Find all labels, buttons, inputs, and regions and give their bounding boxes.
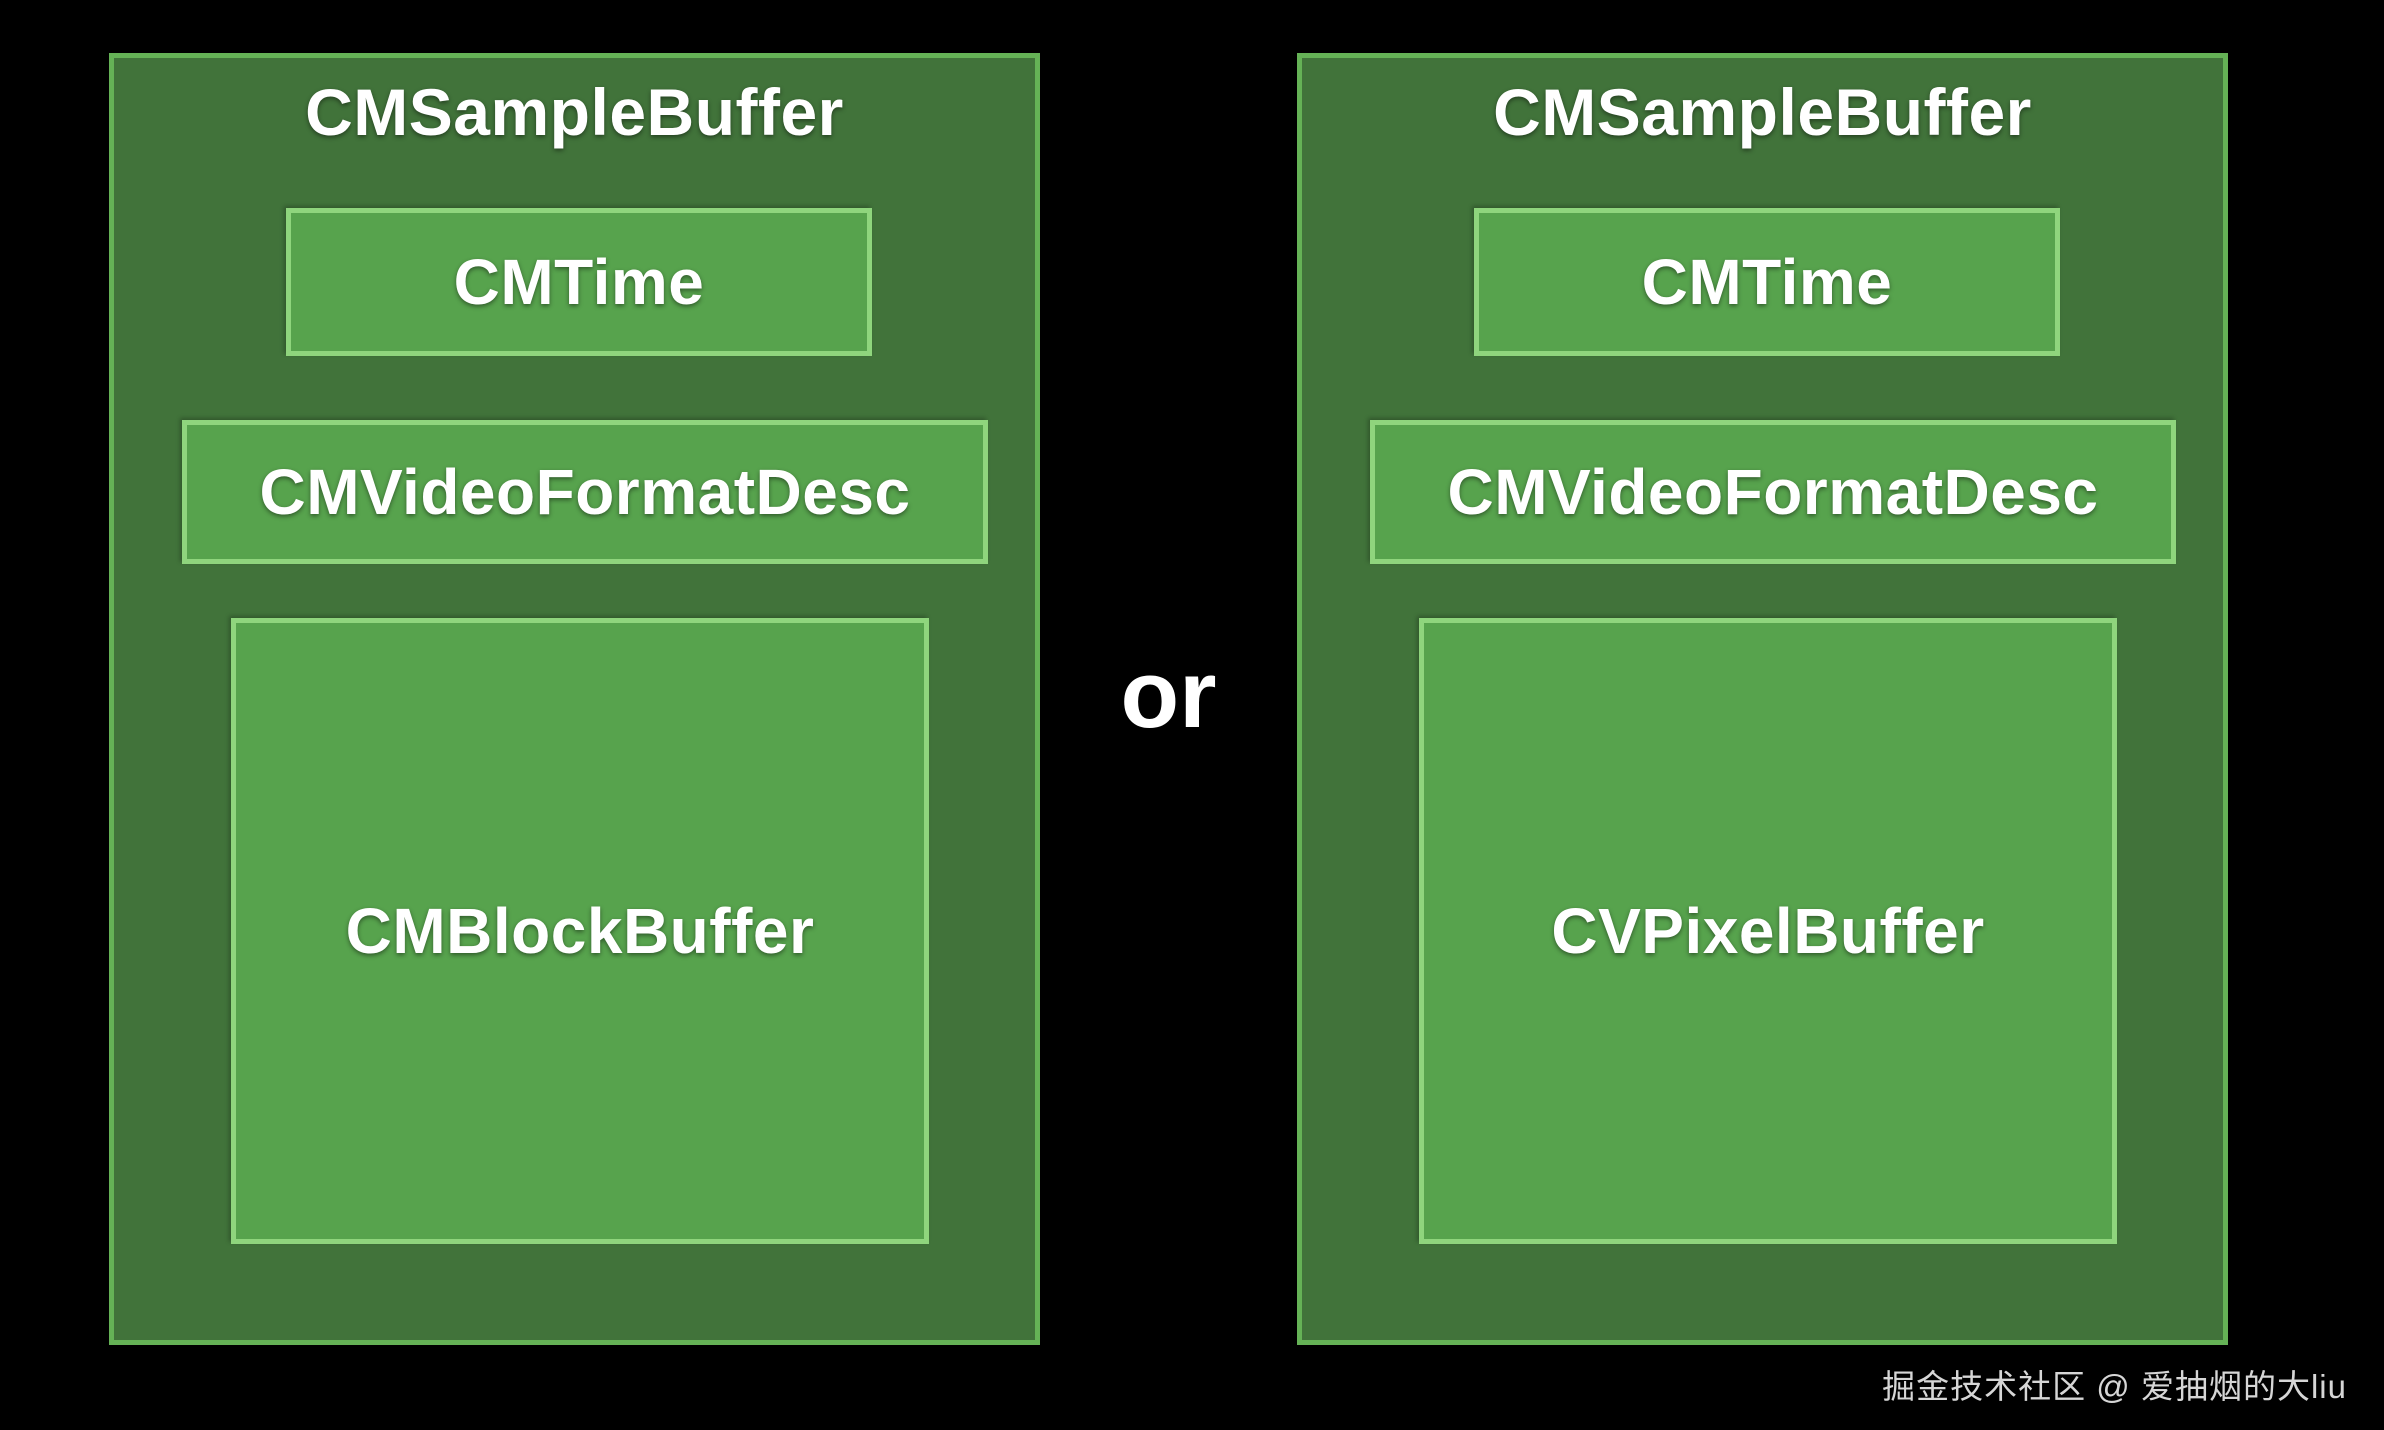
box-cmtime-label: CMTime [453,246,705,318]
or-connector-label: or [1120,641,1217,748]
watermark: 掘金技术社区 @ 爱抽烟的大liu [1882,1368,2347,1405]
box-cmtime: CMTime [1474,208,2060,356]
box-cmblockbuffer: CMBlockBuffer [231,618,929,1244]
box-cvpixelbuffer-label: CVPixelBuffer [1551,895,1985,967]
panel-cmsamplebuffer-blockbuffer: CMSampleBuffer CMTime CMVideoFormatDesc … [109,53,1040,1345]
box-cmblockbuffer-label: CMBlockBuffer [345,895,815,967]
box-cmvideoformatdesc: CMVideoFormatDesc [182,420,988,564]
box-cmtime-label: CMTime [1641,246,1893,318]
box-cmvideoformatdesc-label: CMVideoFormatDesc [259,456,911,528]
box-cmtime: CMTime [286,208,872,356]
panel-cmsamplebuffer-pixelbuffer: CMSampleBuffer CMTime CMVideoFormatDesc … [1297,53,2228,1345]
panel-title: CMSampleBuffer [305,75,844,149]
panel-title: CMSampleBuffer [1493,75,2032,149]
box-cvpixelbuffer: CVPixelBuffer [1419,618,2117,1244]
box-cmvideoformatdesc: CMVideoFormatDesc [1370,420,2176,564]
box-cmvideoformatdesc-label: CMVideoFormatDesc [1447,456,2099,528]
